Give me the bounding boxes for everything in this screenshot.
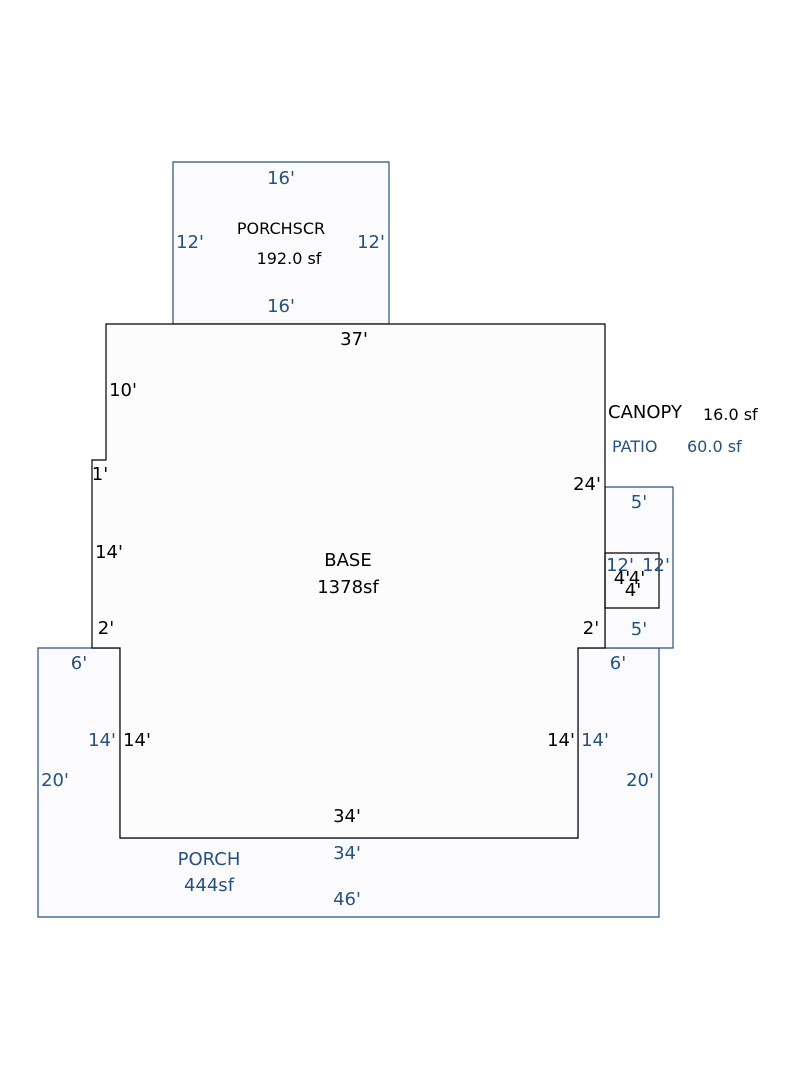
base-right-dim: 24' <box>573 474 601 495</box>
patio-bottom-dim: 5' <box>631 619 647 640</box>
base-top-dim: 37' <box>340 329 368 350</box>
patio-name: PATIO <box>612 437 657 456</box>
porchscr-left-dim: 12' <box>176 232 204 253</box>
patio-top-dim: 5' <box>631 492 647 513</box>
base-inner-left-dim: 14' <box>123 730 151 751</box>
base-jog-dim: 1' <box>92 464 108 485</box>
base-name: BASE <box>324 550 371 571</box>
porch-outer-right-dim: 20' <box>626 770 654 791</box>
porch-top-right-dim: 6' <box>610 653 626 674</box>
canopy-area: 16.0 sf <box>703 405 758 424</box>
porch-outer-left-dim: 20' <box>41 770 69 791</box>
porch-area: 444sf <box>184 875 235 896</box>
porch-inner-bottom-dim: 34' <box>333 843 361 864</box>
porch-name: PORCH <box>178 849 241 870</box>
porch-inner-left-dim: 14' <box>88 730 116 751</box>
base-outline <box>91 323 606 839</box>
canopy-side-a-dim: 4' <box>614 568 630 589</box>
patio-area: 60.0 sf <box>687 437 742 456</box>
porchscr-right-dim: 12' <box>357 232 385 253</box>
patio-left-dim: 12' <box>606 555 634 576</box>
base-mid-left-dim: 14' <box>95 542 123 563</box>
canopy-side-b-dim: 4' <box>629 568 645 589</box>
base-area: 1378sf <box>317 577 379 598</box>
porchscr-top-dim: 16' <box>267 168 295 189</box>
porchscr-bottom-dim: 16' <box>267 296 295 317</box>
base-lower-left-dim: 2' <box>98 618 114 639</box>
base-bottom-dim: 34' <box>333 806 361 827</box>
porchscr-name: PORCHSCR <box>237 219 325 238</box>
canopy-outline <box>604 552 660 609</box>
porch-top-left-dim: 6' <box>71 653 87 674</box>
canopy-side-c-dim: 4' <box>625 580 641 601</box>
porch-bottom-dim: 46' <box>333 889 361 910</box>
canopy-name: CANOPY <box>608 402 683 423</box>
base-inner-right-dim: 14' <box>547 730 575 751</box>
porchscr-area: 192.0 sf <box>257 249 322 268</box>
porch-inner-right-dim: 14' <box>581 730 609 751</box>
base-upper-left-dim: 10' <box>109 380 137 401</box>
patio-right-dim: 12' <box>642 555 670 576</box>
base-lower-right-dim: 2' <box>583 618 599 639</box>
